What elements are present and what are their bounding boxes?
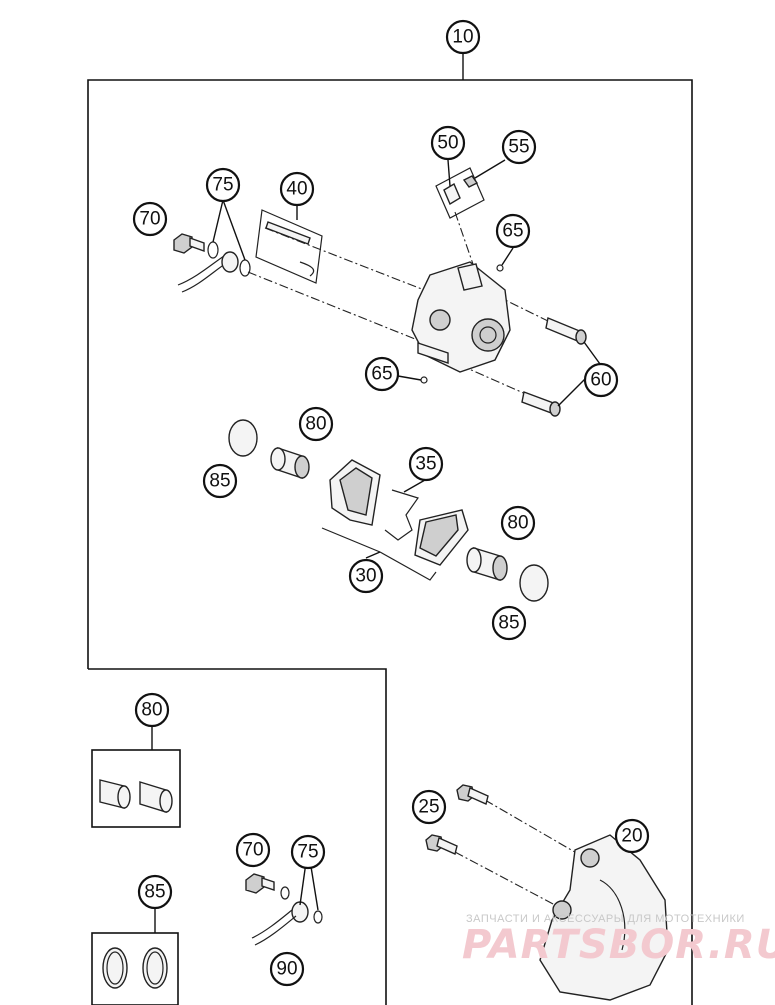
callout-20: 20 <box>614 818 650 854</box>
callout-30: 30 <box>348 558 384 594</box>
banjo-bolt-70 <box>173 233 205 254</box>
svg-text:75: 75 <box>212 175 233 196</box>
callout-85-box: 85 <box>137 874 173 910</box>
piston-80-lower <box>466 547 508 581</box>
piston-80-upper <box>270 447 310 479</box>
svg-text:35: 35 <box>415 454 436 475</box>
brake-hose-90 <box>245 873 323 946</box>
bracket-bolts-25 <box>425 784 489 855</box>
brake-pads-30 <box>321 459 469 581</box>
callout-85-lower: 85 <box>491 605 527 641</box>
piston-kit-box <box>91 749 181 828</box>
svg-text:80: 80 <box>305 414 326 435</box>
svg-text:50: 50 <box>437 133 458 154</box>
svg-text:85: 85 <box>498 613 519 634</box>
svg-text:10: 10 <box>452 27 473 48</box>
caliper-bracket-20 <box>539 834 669 1001</box>
assembly-frame-10 <box>87 79 693 1005</box>
seal-kit-box <box>91 932 179 1005</box>
callout-40: 40 <box>279 171 315 207</box>
caliper-body <box>411 261 511 373</box>
svg-text:70: 70 <box>242 840 263 861</box>
callout-70-upper: 70 <box>132 201 168 237</box>
o-ring-65-upper <box>496 264 504 272</box>
callout-50: 50 <box>430 125 466 161</box>
callout-80-box: 80 <box>134 692 170 728</box>
axis-line-bracket-lower <box>454 851 556 906</box>
slide-pins-60 <box>521 317 587 417</box>
axis-line-bleeder <box>454 211 476 271</box>
callout-10: 10 <box>445 19 481 55</box>
bleeder-kit-50-55 <box>435 167 485 219</box>
svg-text:65: 65 <box>371 364 392 385</box>
svg-text:85: 85 <box>144 882 165 903</box>
watermark-logo: PARTSBOR.RU <box>462 922 775 968</box>
axis-line-bracket-upper <box>484 799 581 856</box>
leader-lines <box>212 159 601 911</box>
callout-60: 60 <box>583 362 619 398</box>
pin-kit-40 <box>255 209 323 284</box>
callout-80-lower: 80 <box>500 505 536 541</box>
axis-line-bolt <box>264 227 451 301</box>
callout-75-lower: 75 <box>290 834 326 870</box>
callout-25: 25 <box>411 789 447 825</box>
svg-text:85: 85 <box>209 471 230 492</box>
callout-55: 55 <box>501 129 537 165</box>
pad-spring-35 <box>384 489 419 541</box>
callout-80-upper: 80 <box>298 406 334 442</box>
callout-65-lower: 65 <box>364 356 400 392</box>
svg-text:30: 30 <box>355 566 376 587</box>
seals-85-kit <box>102 947 168 989</box>
svg-text:25: 25 <box>418 797 439 818</box>
svg-text:65: 65 <box>502 221 523 242</box>
watermark-tagline: ЗАПЧАСТИ И АКСЕССУАРЫ ДЛЯ МОТОТЕХНИКИ <box>466 913 745 925</box>
svg-text:70: 70 <box>139 209 160 230</box>
seal-85-lower <box>519 564 549 602</box>
svg-text:75: 75 <box>297 842 318 863</box>
callout-85-upper: 85 <box>202 463 238 499</box>
svg-text:80: 80 <box>141 700 162 721</box>
svg-text:55: 55 <box>508 137 529 158</box>
axis-line-pin-upper <box>494 294 551 323</box>
o-ring-65-lower <box>420 376 428 384</box>
callout-35: 35 <box>408 446 444 482</box>
brake-hose-upper <box>177 251 239 293</box>
axis-line-pin-lower <box>459 364 529 396</box>
svg-text:90: 90 <box>276 959 297 980</box>
pistons-80-kit <box>99 779 173 813</box>
svg-text:80: 80 <box>507 513 528 534</box>
svg-text:20: 20 <box>621 826 642 847</box>
callout-65-upper: 65 <box>495 213 531 249</box>
svg-text:60: 60 <box>590 370 611 391</box>
seal-85-upper <box>228 419 258 457</box>
svg-text:40: 40 <box>286 179 307 200</box>
callout-90: 90 <box>269 951 305 987</box>
axis-line-hose <box>247 271 431 346</box>
callout-75-upper: 75 <box>205 167 241 203</box>
callout-70-lower: 70 <box>235 832 271 868</box>
